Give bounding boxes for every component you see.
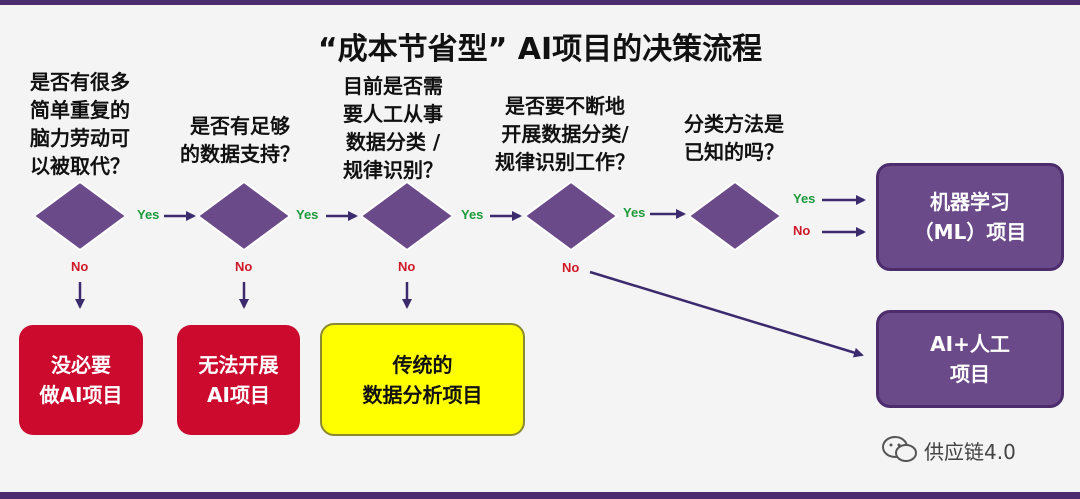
yes-label: Yes (137, 207, 160, 222)
question-1-line: 简单重复的 (30, 98, 130, 122)
no-label: No (562, 260, 580, 275)
outcome-cannot-line: AI项目 (207, 383, 270, 407)
question-5: 分类方法是 已知的吗？ (684, 110, 784, 166)
question-5-line: 分类方法是 (684, 112, 784, 136)
outcome-ml-box: 机器学习 （ML）项目 (876, 163, 1064, 271)
question-1: 是否有很多 简单重复的 脑力劳动可 以被取代？ (30, 68, 130, 180)
decision-diamond-2 (196, 180, 292, 252)
no-label: No (235, 259, 253, 274)
yes-label: Yes (461, 207, 484, 222)
no-label: No (398, 259, 416, 274)
no-label: No (71, 259, 89, 274)
no-label: No (793, 223, 811, 238)
question-3-line: 目前是否需 (343, 74, 443, 98)
outcome-traditional-line: 数据分析项目 (362, 382, 483, 407)
question-2: 是否有足够 的数据支持？ (180, 112, 300, 168)
decision-diamond-1 (32, 180, 128, 252)
question-4-line: 规律识别工作？ (495, 150, 635, 174)
outcome-ml-line: （ML）项目 (913, 220, 1027, 244)
question-1-line: 是否有很多 (30, 70, 130, 94)
question-5-line: 已知的吗？ (684, 140, 784, 164)
question-4-line: 是否要不断地 (505, 94, 625, 118)
outcome-ai-human-line: AI+人工 (930, 332, 1010, 356)
question-2-line: 的数据支持？ (180, 142, 300, 166)
outcome-ai-human-box: AI+人工 项目 (876, 310, 1064, 408)
no-arrow-4 (589, 270, 864, 358)
yes-label: Yes (296, 207, 319, 222)
outcome-ai-human-line: 项目 (950, 362, 990, 386)
question-3-line: 数据分类 / (345, 130, 441, 154)
diagram-title: “成本节省型” AI项目的决策流程 (317, 32, 763, 67)
question-3-line: 要人工从事 (343, 102, 443, 126)
top-border (0, 0, 1080, 5)
decision-diamond-4 (523, 180, 619, 252)
question-4: 是否要不断地 开展数据分类/ 规律识别工作？ (495, 92, 635, 176)
question-4-line: 开展数据分类/ (501, 122, 629, 146)
wechat-icon (882, 436, 917, 462)
decision-diamond-3 (359, 180, 455, 252)
question-2-line: 是否有足够 (190, 114, 290, 138)
outcome-cannot-line: 无法开展 (198, 353, 279, 377)
question-3-line: 规律识别？ (343, 158, 443, 182)
decision-diamond-5 (687, 180, 783, 252)
outcome-no-need-line: 做AI项目 (39, 383, 123, 407)
yes-label: Yes (793, 191, 816, 206)
outcome-no-need-line: 没必要 (50, 353, 111, 377)
outcome-ml-line: 机器学习 (930, 190, 1010, 214)
outcome-traditional-box: 传统的 数据分析项目 (320, 323, 525, 436)
bottom-border (0, 492, 1080, 499)
yes-label: Yes (623, 205, 646, 220)
outcome-no-need-box: 没必要 做AI项目 (19, 325, 143, 435)
watermark-text: 供应链4.0 (924, 440, 1016, 464)
outcome-cannot-box: 无法开展 AI项目 (177, 325, 300, 435)
question-1-line: 以被取代？ (30, 154, 130, 178)
question-3: 目前是否需 要人工从事 数据分类 / 规律识别？ (343, 72, 443, 184)
question-1-line: 脑力劳动可 (30, 126, 130, 150)
outcome-traditional-line: 传统的 (392, 352, 453, 377)
